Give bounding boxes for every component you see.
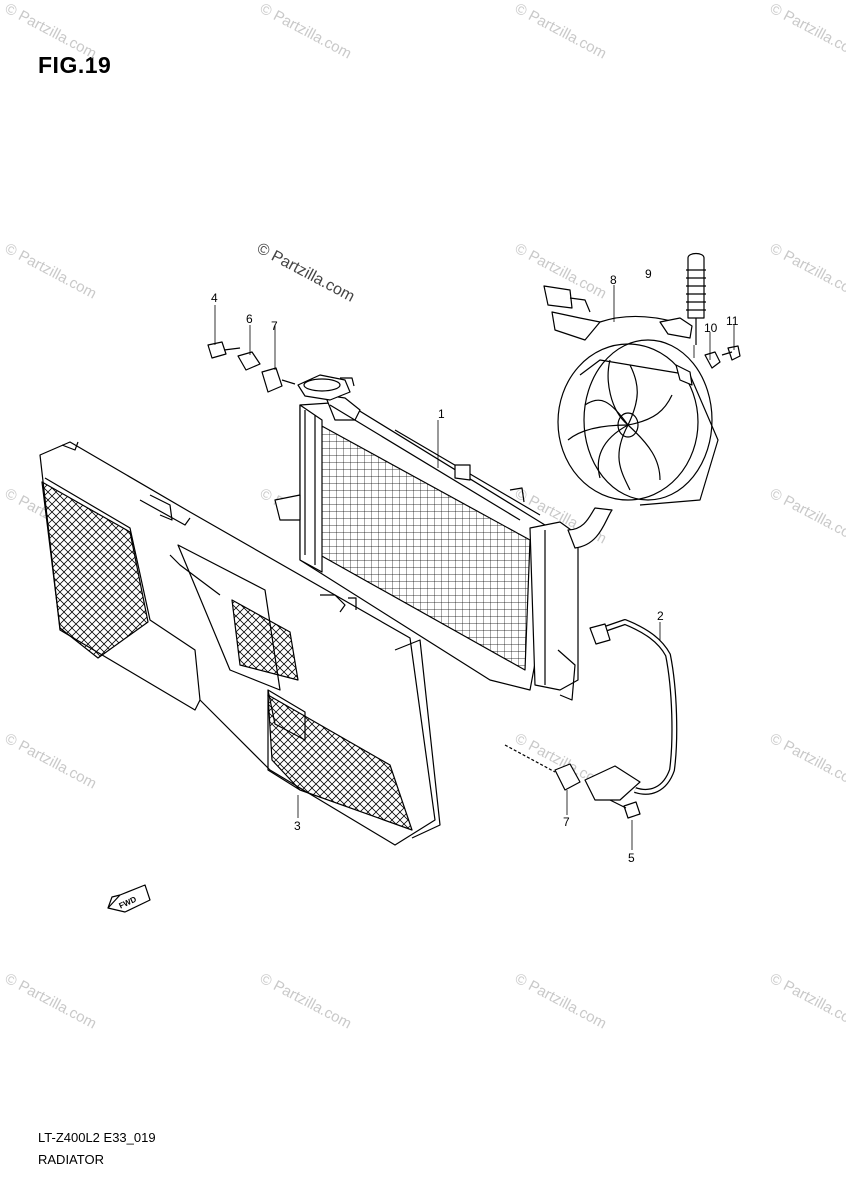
cooling-fan: [543, 285, 719, 506]
callout-1: 1: [438, 407, 445, 421]
fan-cushion: [686, 252, 706, 345]
radiator-core: [274, 374, 613, 701]
collar-6: [237, 351, 261, 371]
fwd-arrow-icon: [107, 884, 151, 913]
callout-7-lower: 7: [563, 815, 570, 829]
figure-name: RADIATOR: [38, 1152, 104, 1167]
callout-6: 6: [246, 312, 253, 326]
callout-7-upper: 7: [271, 319, 278, 333]
bolt-5: [609, 799, 641, 819]
callout-5: 5: [628, 851, 635, 865]
bolt-4: [207, 341, 241, 359]
callout-11: 11: [726, 314, 739, 328]
callout-labels: 1 2 3 4 5 6 7 7 8 9 10 11 FWD: [118, 267, 739, 911]
grommet-7-upper: [261, 367, 296, 393]
fan-nut: [704, 345, 741, 369]
callout-10: 10: [704, 321, 718, 335]
callout-9: 9: [645, 267, 652, 281]
overflow-hose: [584, 619, 678, 801]
figure-title: FIG.19: [38, 52, 112, 78]
callout-8: 8: [610, 273, 617, 287]
radiator-cover: [39, 441, 441, 846]
callout-3: 3: [294, 819, 301, 833]
grommet-7-lower: [504, 744, 581, 791]
callout-4: 4: [211, 291, 218, 305]
figure-model-code: LT-Z400L2 E33_019: [38, 1130, 156, 1145]
callout-2: 2: [657, 609, 664, 623]
leader-lines: [214, 285, 735, 850]
